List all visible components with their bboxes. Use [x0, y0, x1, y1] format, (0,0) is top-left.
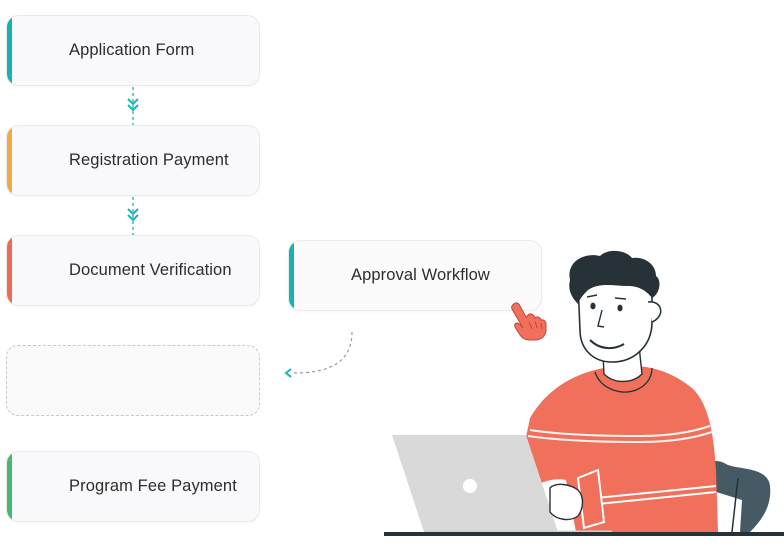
- empty-drop-slot[interactable]: [6, 345, 260, 416]
- person-illustration: [384, 250, 784, 536]
- step-accent-bar: [7, 16, 12, 85]
- step-accent-bar: [7, 236, 12, 305]
- double-chevron-down-icon: [127, 87, 139, 125]
- step-label: Document Verification: [69, 261, 232, 279]
- step-card-application-form[interactable]: Application Form: [6, 15, 260, 86]
- pointing-hand-icon: [511, 302, 547, 341]
- step-label: Registration Payment: [69, 151, 229, 169]
- step-card-registration-payment[interactable]: Registration Payment: [6, 125, 260, 196]
- dragged-card-approval-workflow[interactable]: Approval Workflow: [288, 240, 542, 311]
- step-accent-bar: [7, 452, 12, 521]
- head: [569, 250, 662, 363]
- step-card-document-verification[interactable]: Document Verification: [6, 235, 260, 306]
- desk: [384, 532, 784, 536]
- step-card-program-fee-payment[interactable]: Program Fee Payment: [6, 451, 260, 522]
- chair: [708, 461, 771, 533]
- dragged-card-label: Approval Workflow: [351, 266, 490, 284]
- step-label: Program Fee Payment: [69, 477, 237, 495]
- chevron-left-icon: [284, 331, 353, 378]
- double-chevron-down-icon: [127, 197, 139, 235]
- step-accent-bar: [7, 126, 12, 195]
- step-label: Application Form: [69, 41, 195, 59]
- step-accent-bar: [289, 241, 294, 310]
